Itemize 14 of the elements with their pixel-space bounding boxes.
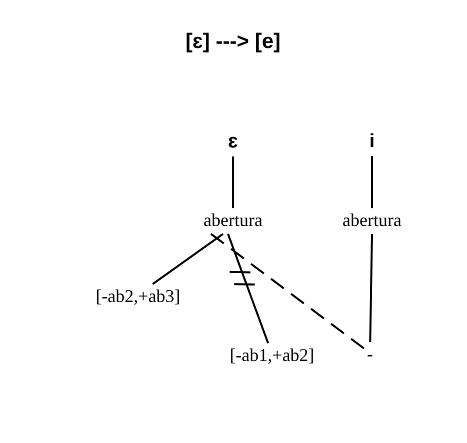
connector-line (369, 234, 373, 342)
node-label: abertura (340, 210, 404, 232)
connector-line (152, 233, 224, 285)
node-label: abertura (202, 210, 264, 232)
title: [ɛ] ---> [e] (186, 30, 280, 54)
node-label: [-ab1,+ab2] (228, 345, 316, 367)
connector-line (371, 156, 373, 208)
node-label: [-ab2,+ab3] (94, 286, 182, 308)
connector-line (227, 232, 270, 344)
node-label: - (365, 344, 375, 366)
connector-line (232, 156, 234, 208)
node-label: i (367, 130, 377, 154)
node-label: ɛ (226, 130, 240, 154)
connector-line (210, 233, 366, 350)
